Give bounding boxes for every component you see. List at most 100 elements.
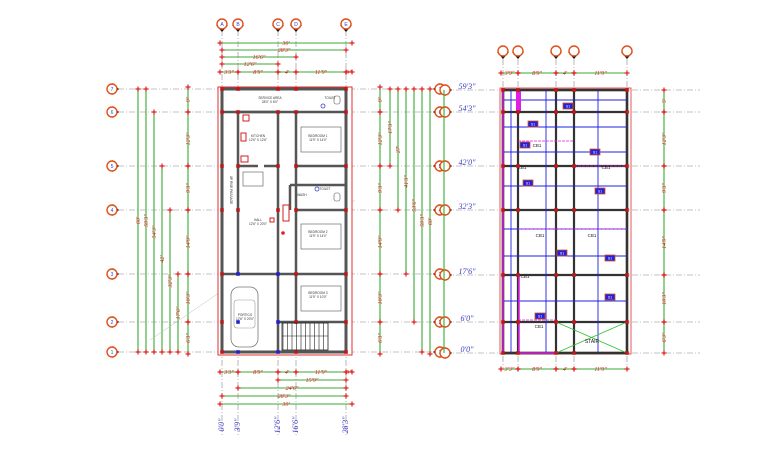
dimension-tick bbox=[185, 109, 191, 115]
dimension-tick bbox=[167, 349, 173, 355]
grid-column-label: B bbox=[236, 22, 240, 28]
dimension-label: 54'3" bbox=[151, 225, 158, 238]
slab-tag-label: S1 bbox=[526, 182, 530, 186]
grid-bubble bbox=[232, 18, 244, 30]
structural-column bbox=[294, 320, 298, 324]
grid-bubble bbox=[106, 160, 118, 172]
structural-column bbox=[220, 164, 224, 168]
grid-bubble bbox=[290, 18, 302, 30]
grid-bubble bbox=[106, 346, 118, 358]
beam-label: CB1 bbox=[533, 143, 542, 148]
beam-label: CB1 bbox=[588, 233, 597, 238]
structural-column bbox=[276, 164, 280, 168]
structural-column bbox=[516, 273, 520, 277]
dimension-tick bbox=[377, 163, 383, 169]
level-label: 6'0" bbox=[460, 314, 474, 323]
dimension-label: 42' bbox=[159, 255, 166, 263]
car-icon bbox=[230, 286, 259, 348]
dimension-label: 32'3" bbox=[168, 274, 174, 288]
dimension-label: 14'9" bbox=[185, 235, 192, 248]
structural-column bbox=[344, 320, 348, 324]
structural-column bbox=[572, 110, 576, 114]
dimension-label: 9'3" bbox=[662, 183, 668, 193]
dimension-tick bbox=[185, 271, 191, 277]
dimension-label: 60' bbox=[428, 217, 434, 225]
room-label-bedroom2-size: 11'9" X 14'0" bbox=[309, 234, 327, 238]
grid-bubble bbox=[439, 316, 451, 328]
car-roof bbox=[233, 299, 256, 329]
dimension-label: 17'3" bbox=[388, 121, 394, 134]
structural-column bbox=[516, 110, 520, 114]
grid-column-label: D bbox=[294, 22, 298, 28]
dimension-label: 14'9" bbox=[661, 236, 668, 249]
structural-column bbox=[516, 164, 520, 168]
bed-icon bbox=[300, 126, 342, 153]
dimension-tick bbox=[624, 70, 630, 76]
dimension-tick bbox=[377, 109, 383, 115]
dimension-tick bbox=[553, 70, 559, 76]
dimension-label: 9'3" bbox=[378, 183, 384, 193]
structural-column bbox=[516, 208, 520, 212]
grid-bubble bbox=[621, 45, 633, 57]
level-label: 3'9" bbox=[233, 418, 242, 433]
grid-bubble bbox=[568, 45, 580, 57]
dimension-tick bbox=[377, 84, 383, 90]
structural-column bbox=[344, 208, 348, 212]
structural-column bbox=[516, 351, 520, 355]
stair-cross bbox=[555, 321, 628, 354]
dimension-tick bbox=[219, 54, 225, 60]
dimension-label: 3'3" bbox=[223, 70, 234, 76]
dimension-label: 24'6" bbox=[286, 385, 299, 392]
dimension-tick bbox=[275, 377, 281, 383]
structural-column bbox=[516, 88, 520, 92]
dimension-tick bbox=[293, 54, 299, 60]
dimension-tick bbox=[553, 366, 559, 372]
structural-column bbox=[344, 164, 348, 168]
slab-tag bbox=[527, 120, 539, 128]
grid-column-label: C bbox=[276, 22, 280, 28]
dimension-tick bbox=[661, 272, 667, 278]
grid-bubble bbox=[216, 18, 228, 30]
dimension-tick bbox=[219, 61, 225, 67]
stair-opening bbox=[555, 321, 628, 354]
structural-column bbox=[625, 164, 629, 168]
grid-row-label: 5 bbox=[111, 164, 114, 170]
structural-column bbox=[625, 208, 629, 212]
structural-column bbox=[554, 351, 558, 355]
level-label: 17'6" bbox=[458, 267, 476, 276]
cantilever-beam bbox=[516, 91, 521, 111]
structural-column bbox=[501, 164, 505, 168]
dimension-tick bbox=[343, 47, 349, 53]
room-label-service-size: 28'0" X 6'0" bbox=[262, 100, 278, 104]
beam-label: CB1 bbox=[521, 274, 530, 279]
dimension-tick bbox=[343, 377, 349, 383]
floor-drain-icon bbox=[314, 186, 320, 192]
structural-column bbox=[344, 87, 348, 91]
structural-column bbox=[276, 350, 280, 354]
structural-column bbox=[294, 272, 298, 276]
dimension-tick bbox=[151, 109, 157, 115]
dimension-label: 9" bbox=[346, 70, 352, 76]
dimension-label: 10'3" bbox=[662, 292, 668, 305]
dimension-tick bbox=[377, 207, 383, 213]
grid-bubble bbox=[439, 269, 451, 281]
dimension-tick bbox=[343, 385, 349, 391]
dimension-tick bbox=[498, 366, 504, 372]
dimension-label: 53'6" bbox=[412, 199, 418, 212]
dimension-label: 59'3" bbox=[144, 214, 150, 227]
dimension-tick bbox=[498, 70, 504, 76]
dimension-label: 5' bbox=[662, 98, 668, 103]
structural-column bbox=[220, 272, 224, 276]
dimension-label: 41'3" bbox=[403, 175, 410, 188]
slab-tag-label: S1 bbox=[608, 257, 612, 261]
dimension-label: 4' bbox=[563, 70, 568, 77]
dimension-label: 4' bbox=[563, 366, 568, 373]
grid-bubble bbox=[106, 268, 118, 280]
dimension-tick bbox=[135, 349, 141, 355]
dimension-label: 3'3" bbox=[223, 370, 234, 376]
room-label-bedroom3: BEDROOM 3 bbox=[308, 291, 327, 295]
structural-column bbox=[572, 320, 576, 324]
chair-icon bbox=[269, 217, 275, 223]
slab-tag bbox=[594, 187, 606, 195]
dimension-tick bbox=[159, 163, 165, 169]
